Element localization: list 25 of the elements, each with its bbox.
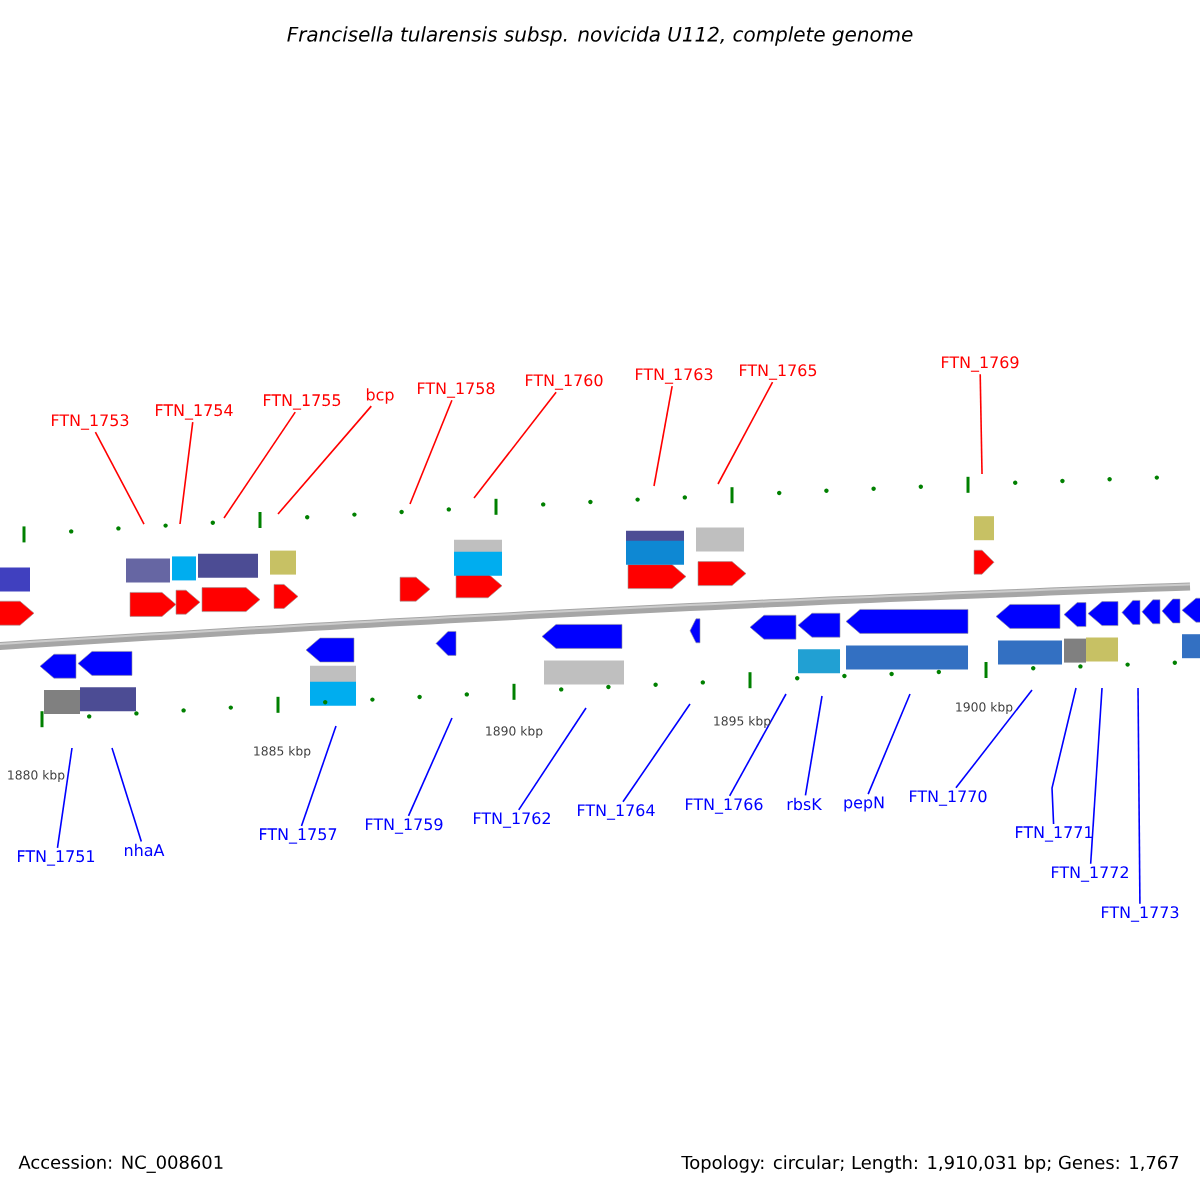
leader-line xyxy=(955,689,1033,789)
leader-line xyxy=(473,391,557,499)
leader-line xyxy=(517,707,587,811)
leader-line xyxy=(111,747,143,843)
leader-line xyxy=(653,385,673,487)
leader-line xyxy=(622,703,691,803)
leader-line xyxy=(867,693,911,795)
leader-line xyxy=(717,381,774,485)
leader-line xyxy=(56,747,73,849)
title: Francisella tularensis subsp. novicida U112, complete genome xyxy=(287,26,913,46)
genome-info-text: Topology: circular; Length: 1,910,031 bp; Genes: 1,767 xyxy=(681,1155,1179,1173)
accession-text: Accession: NC_008601 xyxy=(18,1155,223,1173)
leader-line xyxy=(277,405,373,515)
leader-line xyxy=(804,695,823,797)
leader-line xyxy=(979,373,983,475)
leader-line xyxy=(728,693,787,797)
leader-line xyxy=(223,411,297,519)
leader-line xyxy=(407,717,453,817)
leader-line xyxy=(300,725,337,827)
leader-line xyxy=(179,421,194,525)
leader-line xyxy=(409,399,453,505)
leader-line xyxy=(1051,687,1077,825)
leader-line xyxy=(1089,687,1103,865)
leader-line xyxy=(1137,687,1141,905)
leader-line xyxy=(94,431,145,525)
